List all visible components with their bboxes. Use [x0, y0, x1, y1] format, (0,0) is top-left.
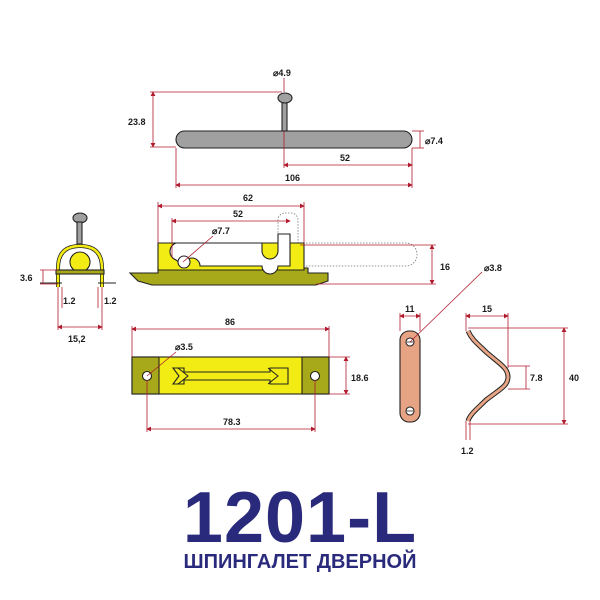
dim-end-height: 3.6	[20, 273, 33, 283]
dim-slot-travel: 52	[233, 209, 243, 219]
bolt-knob-stem	[281, 99, 288, 132]
dim-end-width: 15,2	[68, 334, 86, 344]
dim-bolt-knob-offset: 52	[340, 153, 350, 163]
base-slot	[171, 367, 289, 385]
dim-slot-length: 62	[243, 193, 253, 203]
end-view-bolt-section	[69, 251, 91, 273]
product-name: ШПИНГАЛЕТ ДВЕРНОЙ	[183, 551, 417, 573]
base-hole-right	[309, 370, 321, 382]
dim-strike-hole: ⌀3.8	[484, 263, 502, 273]
dim-strike-thickness: 1.2	[461, 446, 474, 456]
bolt-rod	[175, 130, 413, 149]
strike-profile	[465, 329, 511, 422]
dim-bolt-length: 106	[285, 173, 300, 183]
dim-strike-width: 11	[405, 304, 415, 314]
dim-housing-height: 16	[440, 262, 450, 272]
dim-end-wall-right: 1.2	[104, 296, 117, 306]
housing-side-view: 62 52 ⌀7.7 16	[128, 193, 450, 286]
bolt-knob	[277, 92, 293, 104]
housing-slot	[169, 233, 291, 275]
dim-strike-depth: 15	[482, 304, 492, 314]
dim-base-hole-spacing: 78.3	[223, 417, 241, 427]
dim-bolt-rod-diameter: ⌀7.4	[425, 136, 443, 146]
bolt-rod-view: ⌀4.9 23.8 ⌀7.4 52 106	[128, 68, 443, 188]
dim-strike-inner: 7.8	[530, 373, 543, 383]
dim-slot-hole: ⌀7.7	[212, 226, 230, 236]
product-code: 1201-L	[182, 478, 418, 558]
end-view: 3.6 1.2 1.2 15,2	[20, 212, 117, 344]
dim-base-hole: ⌀3.5	[175, 342, 193, 352]
dim-bolt-knob-diameter: ⌀4.9	[273, 68, 291, 78]
dim-base-width: 18.6	[351, 373, 369, 383]
dim-end-wall-left: 1.2	[63, 296, 76, 306]
dim-strike-height: 40	[569, 373, 579, 383]
dim-base-length: 86	[225, 317, 235, 327]
base-plate-view: 86 ⌀3.5 18.6 78.3	[131, 317, 369, 432]
strike-plate	[399, 330, 421, 423]
strike-plate-front: 11 ⌀3.8	[399, 263, 502, 423]
strike-plate-side: 15 7.8 40 1.2	[461, 304, 579, 456]
dim-bolt-height: 23.8	[128, 117, 146, 127]
